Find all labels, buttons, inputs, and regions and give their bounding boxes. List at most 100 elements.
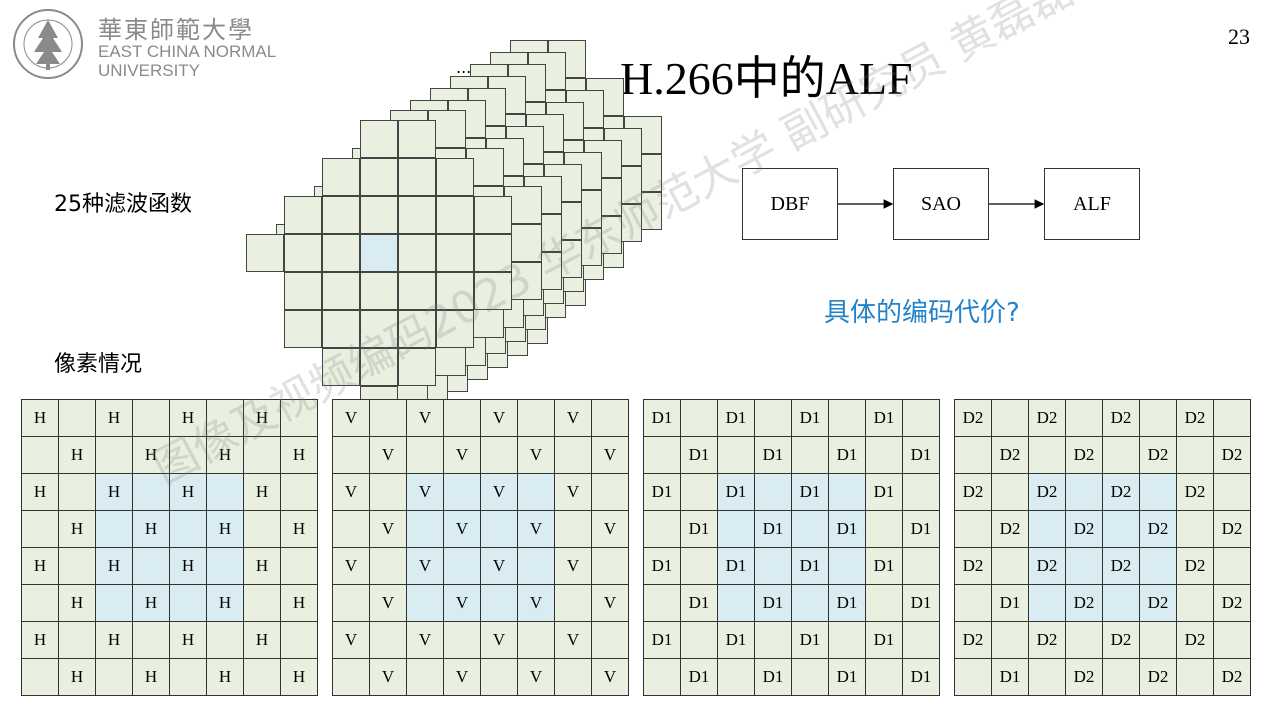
grid-cell: D1 bbox=[791, 547, 829, 585]
filter-cell bbox=[246, 234, 284, 272]
grid-cell: H bbox=[243, 547, 281, 585]
grid-cell bbox=[1176, 510, 1214, 548]
grid-cell: V bbox=[332, 547, 370, 585]
filter-cell bbox=[284, 196, 322, 234]
grid-cell bbox=[1139, 473, 1177, 511]
grid-cell: D2 bbox=[1102, 399, 1140, 437]
grid-cell bbox=[280, 473, 318, 511]
grid-cell: D2 bbox=[1028, 399, 1066, 437]
grid-cell bbox=[591, 621, 629, 659]
grid-cell: D1 bbox=[902, 584, 940, 622]
grid-cell bbox=[58, 547, 96, 585]
grid-cell bbox=[554, 584, 592, 622]
grid-cell: H bbox=[21, 621, 59, 659]
grid-cell: D2 bbox=[1028, 473, 1066, 511]
grid-cell bbox=[643, 658, 681, 696]
grid-cell bbox=[865, 510, 903, 548]
grid-cell: V bbox=[443, 436, 481, 474]
grid-cell bbox=[206, 621, 244, 659]
grid-cell bbox=[58, 621, 96, 659]
grid-cell bbox=[132, 547, 170, 585]
grid-cell: H bbox=[169, 547, 207, 585]
grid-cell bbox=[206, 473, 244, 511]
grid-cell bbox=[95, 510, 133, 548]
grid-cell bbox=[1028, 584, 1066, 622]
grid-cell bbox=[406, 436, 444, 474]
grid-cell bbox=[517, 547, 555, 585]
grid-cell: D2 bbox=[1102, 621, 1140, 659]
grid-cell: H bbox=[132, 584, 170, 622]
grid-cell bbox=[406, 510, 444, 548]
grid-cell bbox=[169, 436, 207, 474]
filter-cell bbox=[360, 120, 398, 158]
pipeline-stage-alf: ALF bbox=[1044, 168, 1140, 240]
grid-cell: H bbox=[280, 584, 318, 622]
grid-cell: H bbox=[132, 510, 170, 548]
grid-cell: D2 bbox=[1028, 547, 1066, 585]
grid-cell: D1 bbox=[902, 510, 940, 548]
grid-cell: V bbox=[517, 436, 555, 474]
grid-cell: H bbox=[206, 584, 244, 622]
grid-cell bbox=[1213, 473, 1251, 511]
grid-cell bbox=[280, 399, 318, 437]
grid-cell bbox=[1176, 658, 1214, 696]
grid-cell bbox=[643, 436, 681, 474]
grid-cell bbox=[58, 399, 96, 437]
grid-cell bbox=[754, 621, 792, 659]
grid-cell: D2 bbox=[1176, 547, 1214, 585]
grid-cell: V bbox=[480, 399, 518, 437]
grid-cell: V bbox=[443, 510, 481, 548]
grid-cell: V bbox=[443, 658, 481, 696]
grid-cell bbox=[280, 547, 318, 585]
grid-cell: D2 bbox=[1213, 436, 1251, 474]
filter-cell bbox=[322, 310, 360, 348]
grid-cell: V bbox=[517, 510, 555, 548]
grid-cell bbox=[1065, 621, 1103, 659]
grid-cell bbox=[480, 510, 518, 548]
grid-cell bbox=[21, 584, 59, 622]
grid-cell: D2 bbox=[1102, 473, 1140, 511]
grid-cell: D1 bbox=[865, 621, 903, 659]
grid-cell: H bbox=[21, 547, 59, 585]
grid-cell: D2 bbox=[1176, 473, 1214, 511]
grid-cell: D1 bbox=[791, 621, 829, 659]
filter-cell bbox=[398, 196, 436, 234]
grid-cell bbox=[643, 510, 681, 548]
grid-cell: D1 bbox=[680, 510, 718, 548]
grid-cell: D1 bbox=[991, 584, 1029, 622]
grid-cell bbox=[591, 547, 629, 585]
grid-cell bbox=[754, 473, 792, 511]
grid-cell bbox=[717, 584, 755, 622]
filter-cell bbox=[360, 272, 398, 310]
grid-cell: H bbox=[95, 547, 133, 585]
grid-cell: V bbox=[554, 399, 592, 437]
grid-cell bbox=[991, 621, 1029, 659]
grid-cell: H bbox=[243, 473, 281, 511]
grid-cell: D2 bbox=[1213, 510, 1251, 548]
grid-cell bbox=[791, 436, 829, 474]
filter-cell bbox=[360, 196, 398, 234]
grid-cell bbox=[21, 510, 59, 548]
grid-cell: H bbox=[243, 399, 281, 437]
grid-cell: D2 bbox=[1139, 658, 1177, 696]
filter-cell bbox=[436, 158, 474, 196]
grid-cell: D1 bbox=[643, 621, 681, 659]
pipeline-arrows bbox=[838, 199, 1045, 209]
